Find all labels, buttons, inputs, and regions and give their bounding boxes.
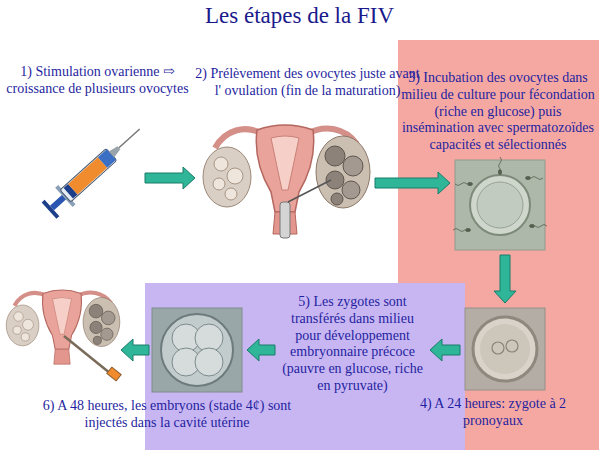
sperm-head [530,224,535,227]
needle [288,180,331,202]
uterus-drawing [6,290,120,364]
step-panel: 4) A 24 heures: zygote à 2 pronoyaux [465,308,545,390]
zygote-cytoplasm [480,324,530,374]
syringe [40,119,148,220]
barrel [60,149,117,202]
zygote-photo [465,308,545,390]
sperm-tail [455,183,467,186]
step-panel: 1) Stimulation ovarienne ⇨ croissance de… [45,120,140,215]
step-panel: 3) Incubation des ovocytes dans milieu d… [455,160,545,250]
step-text: 1) Stimulation ovarienne ⇨ croissance de… [5,64,190,98]
sperm-tail [531,177,543,180]
diagram-title: Les étapes de la FIV [0,3,599,29]
blastomere [195,348,223,376]
step-text: 2) Prélèvement des ovocytes juste avant … [195,66,420,100]
flow-arrow [494,255,516,303]
photo-frame [465,308,545,390]
zygote [473,317,537,381]
embryo-photo [152,308,242,392]
flow-arrow [430,339,460,361]
liquid [68,157,107,194]
sperm-tail [535,225,547,228]
embryo [161,314,233,386]
sperm-tail [453,229,465,232]
sperm-head [526,176,531,179]
retrieval-drawing [203,125,370,238]
transfer-drawing [6,290,121,381]
photo-frame [455,160,545,250]
sperm-tail [499,157,502,169]
oocyte-cytoplasm [477,182,523,228]
ultrasound-probe [280,202,290,238]
step-text: 6) A 48 heures, les embryons (stade 4¢) … [32,398,302,432]
step-panel: 6) A 48 heures, les embryons (stade 4¢) … [152,308,242,392]
flow-arrow [375,172,450,194]
sperm-head [466,228,471,231]
catheter-hub [107,367,121,381]
needle [119,129,140,148]
oocyte [470,175,530,235]
pronucleus [492,342,504,354]
sperm-head [468,182,473,185]
step-text: 4) A 24 heures: zygote à 2 pronoyaux [403,396,583,430]
transfer-arrow [121,339,149,361]
step-text: 3) Incubation des ovocytes dans milieu d… [399,70,597,154]
step-text: 5) Les zygotes sont transférés dans mili… [282,294,423,395]
uterus-drawing [6,290,120,364]
pronucleus [506,340,518,352]
step-panel: 2) Prélèvement des ovocytes juste avant … [200,108,370,240]
step-panel: 5) Les zygotes sont transférés dans mili… [280,292,425,397]
flow-arrow [247,339,275,361]
photo-frame [152,308,242,392]
spermatozoa [453,157,547,232]
oocyte-photo [453,157,547,250]
sperm-head [498,170,501,175]
flow-arrow [145,167,195,189]
